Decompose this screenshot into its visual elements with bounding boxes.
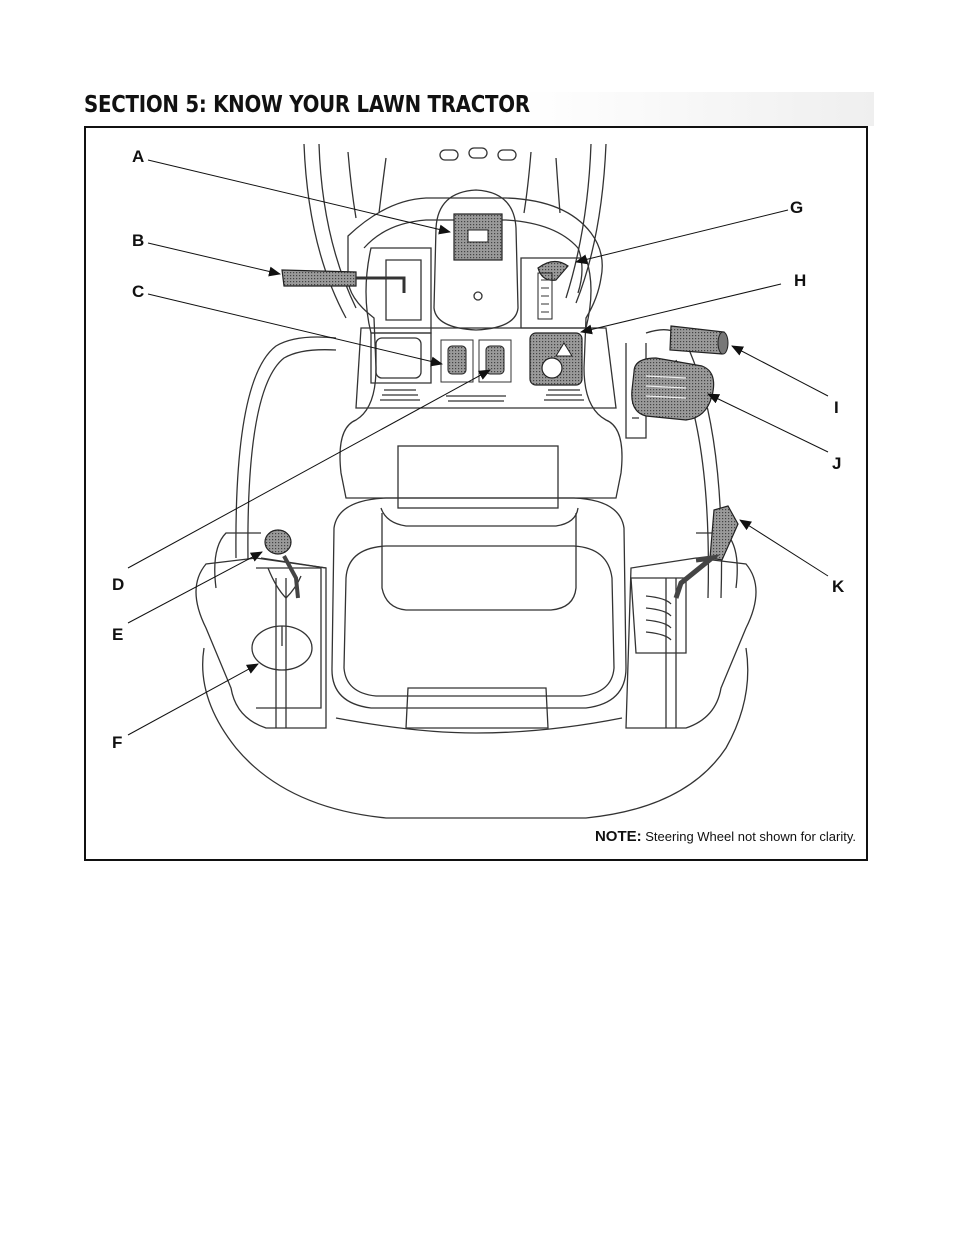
note-label: NOTE:: [595, 828, 642, 845]
tractor-illustration: [86, 128, 868, 861]
callout-a: A: [132, 148, 144, 165]
section-heading: SECTION 5: KNOW YOUR LAWN TRACTOR: [84, 92, 874, 126]
callout-f: F: [112, 734, 122, 751]
callout-d: D: [112, 576, 124, 593]
callout-g: G: [790, 199, 803, 216]
callout-k: K: [832, 578, 844, 595]
callout-c: C: [132, 283, 144, 300]
note-text: Steering Wheel not shown for clarity.: [645, 829, 856, 844]
component-shading: [265, 214, 738, 598]
callout-e: E: [112, 626, 123, 643]
callout-h: H: [794, 272, 806, 289]
clarity-note: NOTE: Steering Wheel not shown for clari…: [595, 828, 856, 845]
callout-j: J: [832, 455, 841, 472]
tractor-diagram: A B C D E F G H I J K NOTE: Steering Whe…: [84, 126, 868, 861]
callout-b: B: [132, 232, 144, 249]
section-title: SECTION 5: KNOW YOUR LAWN TRACTOR: [84, 92, 530, 118]
callout-i: I: [834, 399, 839, 416]
